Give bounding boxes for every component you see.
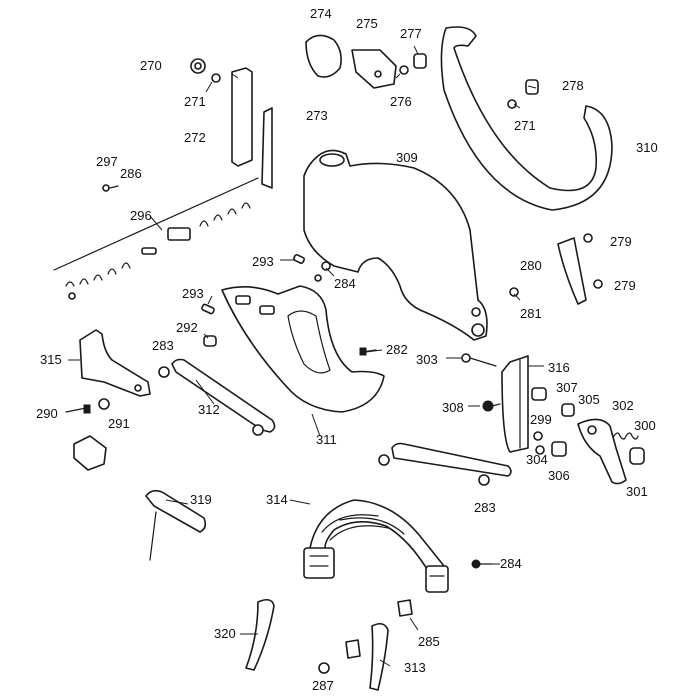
label-284-upper: 284 xyxy=(334,276,356,291)
part-287-nut xyxy=(318,662,330,674)
part-275-bracket xyxy=(351,49,397,89)
label-279-lower: 279 xyxy=(614,278,636,293)
label-279-upper: 279 xyxy=(610,234,632,249)
label-310: 310 xyxy=(636,140,658,155)
part-293-pin-lower xyxy=(201,303,217,347)
part-310-arc-guard xyxy=(440,26,613,211)
part-312-link-arm xyxy=(158,358,276,436)
label-309: 309 xyxy=(396,150,418,165)
label-283-lower: 283 xyxy=(474,500,496,515)
part-313-strip xyxy=(369,622,389,691)
label-283-upper: 283 xyxy=(152,338,174,353)
label-286: 286 xyxy=(120,166,142,181)
part-284-screw-lower xyxy=(471,559,493,569)
label-299: 299 xyxy=(530,412,552,427)
part-274-cover xyxy=(305,34,342,78)
label-275: 275 xyxy=(356,16,378,31)
part-309-guard-shell xyxy=(303,149,488,341)
label-285: 285 xyxy=(418,634,440,649)
label-290: 290 xyxy=(36,406,58,421)
label-303: 303 xyxy=(416,352,438,367)
label-271-right: 271 xyxy=(514,118,536,133)
label-306: 306 xyxy=(548,468,570,483)
label-320: 320 xyxy=(214,626,236,641)
label-291: 291 xyxy=(108,416,130,431)
label-287: 287 xyxy=(312,678,334,693)
label-311: 311 xyxy=(316,432,337,447)
label-319: 319 xyxy=(190,492,212,507)
label-302: 302 xyxy=(612,398,634,413)
label-271-left: 271 xyxy=(184,94,206,109)
label-313: 313 xyxy=(404,660,426,675)
label-316: 316 xyxy=(548,360,570,375)
label-301: 301 xyxy=(626,484,648,499)
label-312: 312 xyxy=(198,402,220,417)
label-278: 278 xyxy=(562,78,584,93)
part-290-screw xyxy=(65,398,110,414)
label-292: 292 xyxy=(176,320,198,335)
part-270-nut xyxy=(190,58,221,83)
part-303-bolt xyxy=(461,353,497,367)
label-293-upper: 293 xyxy=(252,254,274,269)
label-281: 281 xyxy=(520,306,542,321)
part-302-lever xyxy=(577,418,627,485)
leader-lines xyxy=(68,45,544,667)
label-270: 270 xyxy=(140,58,162,73)
part-315-plate xyxy=(79,329,151,397)
label-308: 308 xyxy=(442,400,464,415)
part-319-pin-tool xyxy=(145,489,207,561)
part-316-bracket xyxy=(501,355,529,453)
label-274: 274 xyxy=(310,6,332,21)
label-300: 300 xyxy=(634,418,656,433)
part-278-nut xyxy=(507,79,539,109)
label-314: 314 xyxy=(266,492,288,507)
label-293-lower: 293 xyxy=(182,286,204,301)
label-307: 307 xyxy=(556,380,578,395)
label-297: 297 xyxy=(96,154,118,169)
part-296-clip-strip xyxy=(53,177,259,300)
label-284-lower: 284 xyxy=(500,556,522,571)
part-272-bracket xyxy=(231,67,273,189)
part-320-strip xyxy=(245,598,275,671)
part-285-plates xyxy=(345,599,413,659)
part-293-pin-upper xyxy=(293,254,331,282)
label-276: 276 xyxy=(390,94,412,109)
label-277: 277 xyxy=(400,26,422,41)
label-272: 272 xyxy=(184,130,206,145)
label-280: 280 xyxy=(520,258,542,273)
label-305: 305 xyxy=(578,392,600,407)
part-277-knob xyxy=(399,53,427,75)
label-304: 304 xyxy=(526,452,548,467)
label-315: 315 xyxy=(40,352,62,367)
part-280-bracket xyxy=(509,233,603,305)
part-300-spring xyxy=(613,432,645,465)
part-hex-nut xyxy=(73,435,107,471)
part-311-lower-guard xyxy=(221,285,385,413)
part-314-rib-guard xyxy=(303,499,449,593)
label-282: 282 xyxy=(386,342,408,357)
label-273: 273 xyxy=(306,108,328,123)
part-308-screw xyxy=(482,400,501,412)
label-296: 296 xyxy=(130,208,152,223)
part-lower-link-arm xyxy=(378,442,512,486)
part-307-spacer xyxy=(531,387,575,441)
part-304-washer xyxy=(535,441,567,457)
part-number-labels: 270 271 272 273 274 275 276 277 278 271 … xyxy=(36,6,658,693)
